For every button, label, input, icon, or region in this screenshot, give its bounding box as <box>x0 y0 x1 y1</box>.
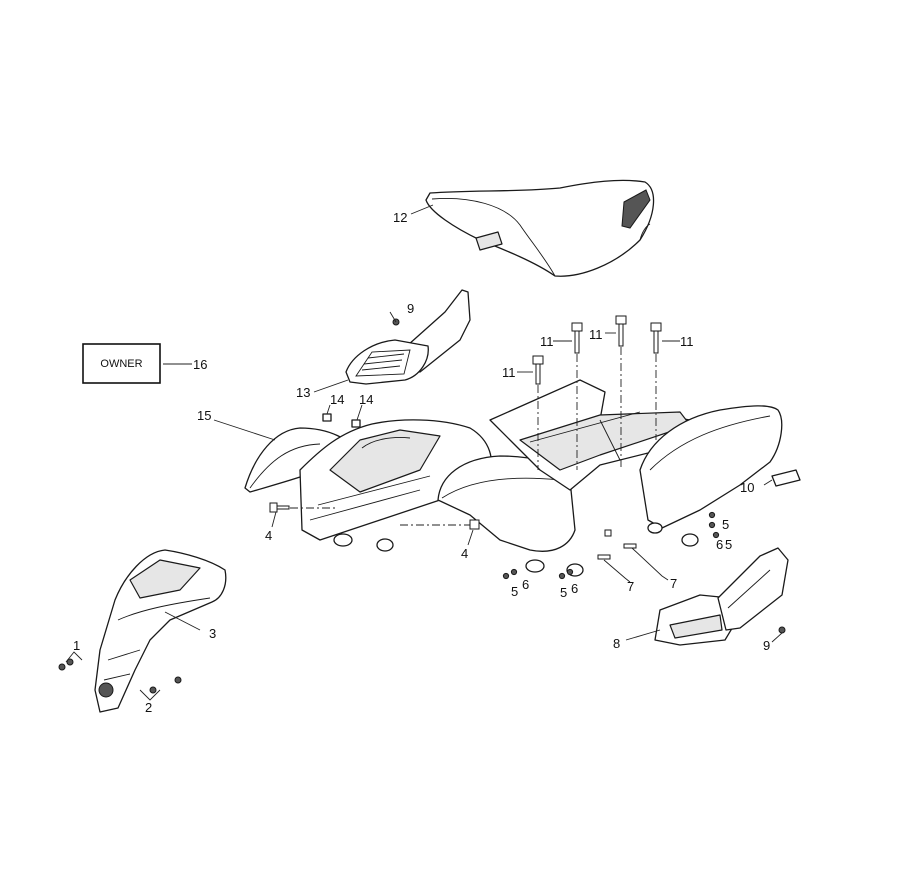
callout-5-mid: 5 <box>560 585 567 600</box>
callout-11-d: 11 <box>502 365 516 380</box>
right-footwell <box>654 547 789 646</box>
bolts-11 <box>532 315 662 385</box>
callout-9-bottom: 9 <box>763 638 770 653</box>
leader-lines <box>65 204 783 701</box>
callouts: 12 16 9 13 14 14 15 11 11 11 11 10 4 4 5… <box>73 210 770 715</box>
callout-4-left: 4 <box>265 528 272 543</box>
callout-6-right: 6 <box>716 537 723 552</box>
callout-7-left: 7 <box>627 579 634 594</box>
callout-11-b: 11 <box>589 327 603 342</box>
callout-5-left: 5 <box>511 584 518 599</box>
callout-5-right-top: 5 <box>722 517 729 532</box>
callout-5-right-bottom: 5 <box>725 537 732 552</box>
callout-16: 16 <box>193 357 207 372</box>
callout-11-a: 11 <box>540 334 554 349</box>
callout-9-top: 9 <box>407 301 414 316</box>
callout-3: 3 <box>209 626 216 641</box>
callout-1: 1 <box>73 638 80 653</box>
callout-14-left: 14 <box>330 392 344 407</box>
decal-part <box>771 469 801 487</box>
callout-10: 10 <box>740 480 754 495</box>
callout-8: 8 <box>613 636 620 651</box>
owner-label: OWNER <box>100 358 142 370</box>
callout-15: 15 <box>197 408 211 423</box>
callout-6-left: 6 <box>522 577 529 592</box>
callout-11-c: 11 <box>680 334 694 349</box>
left-side-panel <box>345 289 471 385</box>
callout-13: 13 <box>296 385 310 400</box>
front-body <box>244 379 783 577</box>
callout-4-mid: 4 <box>461 546 468 561</box>
bolt-centerlines <box>290 347 657 526</box>
callout-14-right: 14 <box>359 392 373 407</box>
callout-7-right: 7 <box>670 576 677 591</box>
seat-part <box>425 179 655 277</box>
callout-2: 2 <box>145 700 152 715</box>
hardware <box>58 318 786 694</box>
callout-12: 12 <box>393 210 407 225</box>
callout-6-mid: 6 <box>571 581 578 596</box>
front-fascia <box>94 549 227 713</box>
owner-decal: OWNER <box>82 343 161 384</box>
